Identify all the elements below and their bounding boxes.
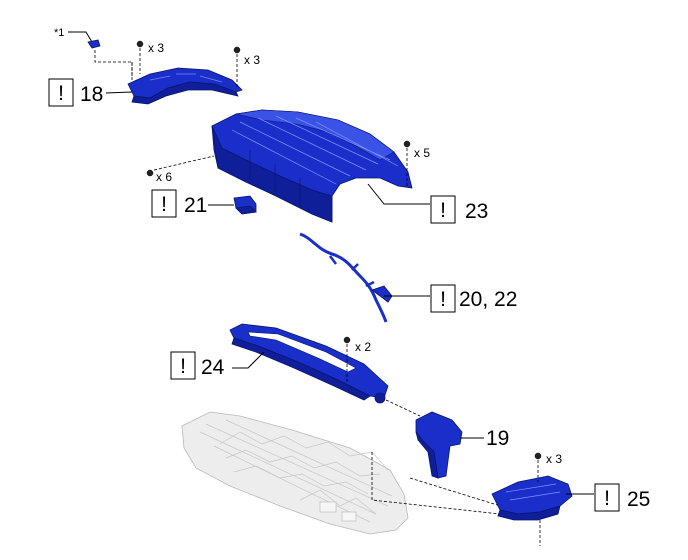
bolt-icon — [534, 452, 542, 482]
dashed-line — [153, 155, 215, 171]
battery-pack-assembly — [181, 411, 409, 535]
callout-23-label: 23 — [465, 200, 488, 223]
caution-icon: ! — [58, 82, 64, 105]
caution-icon: ! — [440, 199, 446, 222]
callout-20-22-label: 20, 22 — [459, 288, 517, 311]
caution-box-21 — [151, 189, 177, 218]
clip-dashed-line — [94, 50, 133, 78]
callout-19-label: 19 — [486, 427, 509, 450]
caution-icon: ! — [440, 288, 446, 311]
caution-icon: ! — [180, 355, 186, 378]
bolt-icon — [136, 40, 144, 74]
caution-box-24 — [170, 351, 196, 380]
quantity-18a: x 3 — [148, 41, 164, 55]
bolt-icon — [403, 140, 411, 188]
dashed-line — [371, 452, 501, 515]
part-21-bracket — [233, 195, 257, 215]
callout-18-leader — [105, 91, 133, 94]
reference-mark-label: *1 — [54, 27, 64, 39]
caution-box-23 — [430, 195, 456, 224]
callout-25-label: 25 — [627, 488, 650, 511]
callout-23-leader — [367, 183, 430, 205]
caution-box-25 — [594, 483, 620, 512]
bolt-icon — [343, 336, 351, 384]
nut-icon — [146, 169, 154, 177]
callout-24-leader — [232, 351, 265, 369]
caution-box-20-22 — [430, 284, 456, 313]
part-24-duct — [229, 323, 389, 404]
part-25-lower-cover — [491, 475, 573, 521]
reference-mark-leader — [68, 31, 93, 43]
clip-part — [87, 39, 101, 49]
caution-icon: ! — [161, 193, 167, 216]
part-18-cover — [127, 67, 243, 105]
quantity-18b: x 3 — [244, 53, 260, 67]
part-23-upper-cover — [211, 109, 413, 223]
dashed-line — [385, 399, 421, 417]
quantity-23: x 5 — [414, 146, 430, 160]
quantity-25: x 3 — [546, 452, 562, 466]
caution-icon: ! — [604, 487, 610, 510]
quantity-24: x 2 — [355, 340, 371, 354]
bolt-icon — [233, 46, 241, 88]
part-20-22-wire-harness — [299, 232, 393, 323]
callout-21-label: 21 — [184, 194, 207, 217]
callout-24-label: 24 — [201, 356, 225, 379]
callout-18-label: 18 — [80, 83, 103, 106]
part-19-elbow-duct — [415, 411, 463, 479]
quantity-21: x 6 — [156, 170, 172, 184]
caution-box-18 — [48, 78, 74, 107]
